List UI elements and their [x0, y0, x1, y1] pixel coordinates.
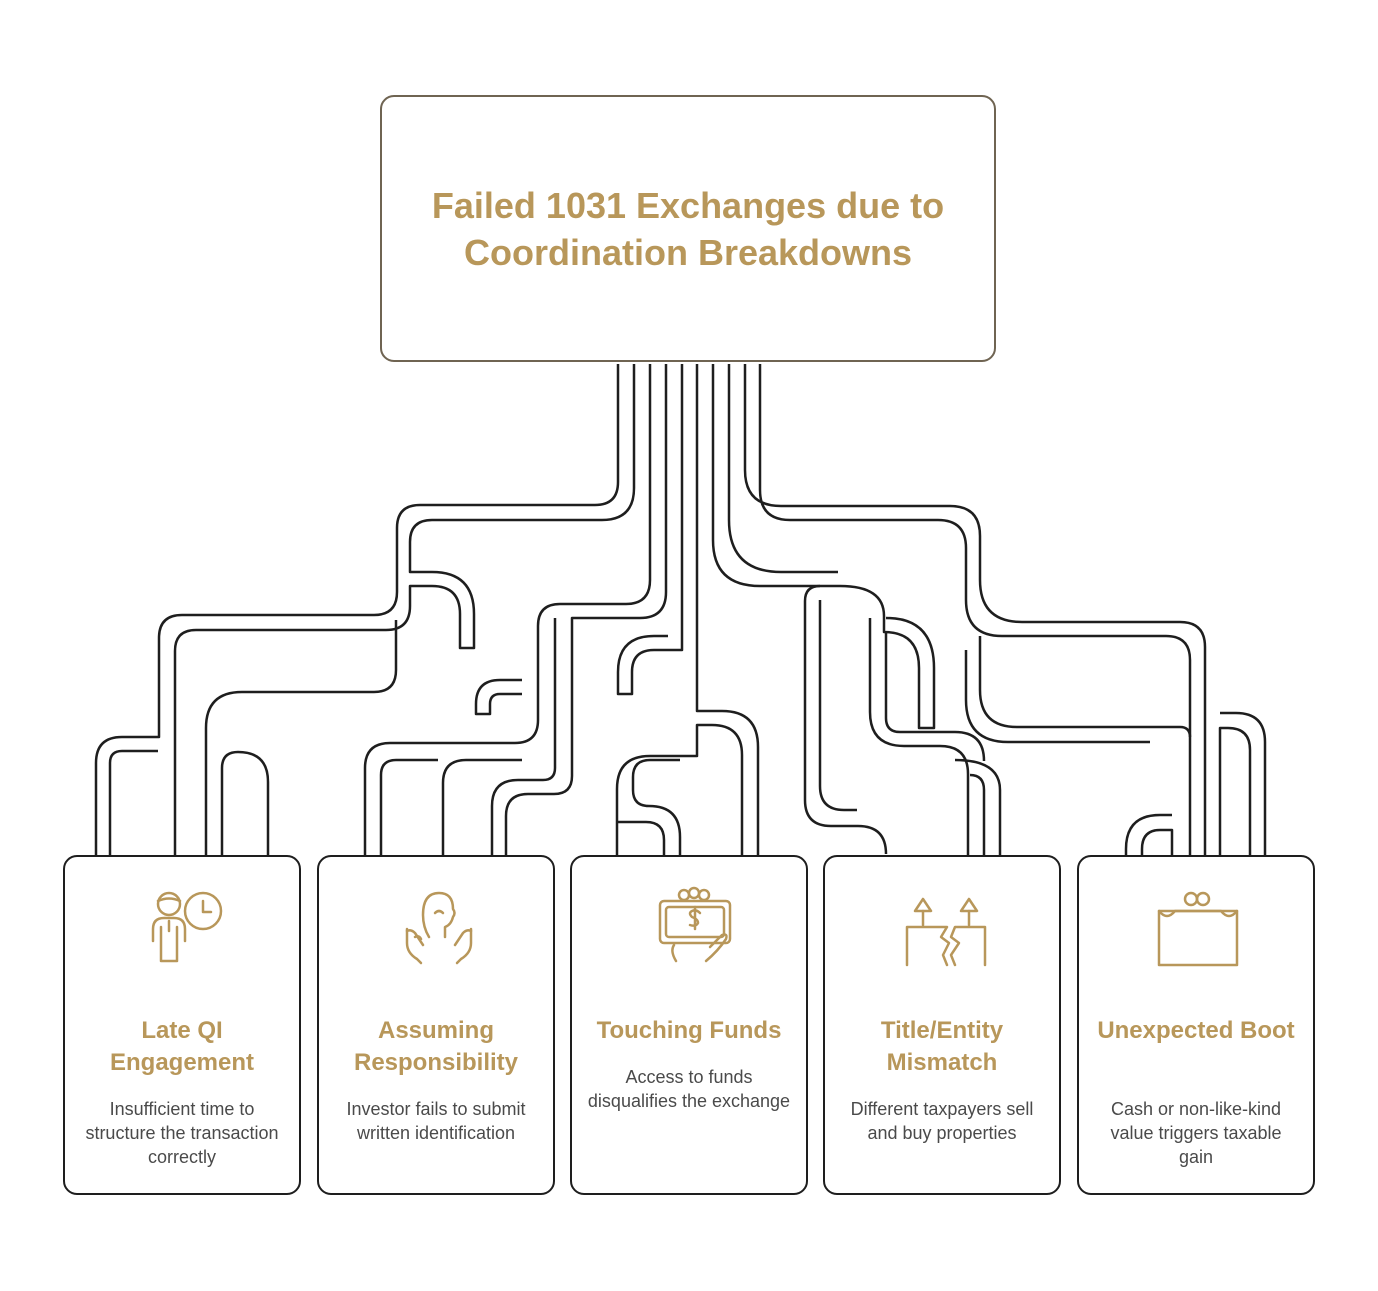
card-description: Cash or non-like-kind value triggers tax…	[1110, 1099, 1282, 1167]
diagram-title: Failed 1031 Exchanges due to Coordinatio…	[431, 184, 945, 273]
broken-properties-icon	[905, 897, 987, 967]
card-title-entity-mismatch: Title/Entity Mismatch Different taxpayer…	[823, 855, 1061, 1195]
card-description: Insufficient time to structure the trans…	[85, 1099, 279, 1167]
person-hands-icon	[405, 891, 473, 965]
card-title: Unexpected Boot	[1097, 1017, 1295, 1044]
card-title: Late QI Engagement	[109, 1017, 255, 1076]
money-hand-icon	[658, 886, 732, 963]
card-assuming-responsibility: Assuming Responsibility Investor fails t…	[317, 855, 555, 1195]
box-coins-icon	[1157, 891, 1239, 967]
person-clock-icon	[151, 891, 223, 963]
card-title: Title/Entity Mismatch	[880, 1017, 1004, 1076]
card-late-qi-engagement: Late QI Engagement Insufficient time to …	[63, 855, 301, 1195]
card-description: Access to funds disqualifies the exchang…	[587, 1067, 791, 1111]
card-unexpected-boot: Unexpected Boot Cash or non-like-kind va…	[1077, 855, 1315, 1195]
card-description: Different taxpayers sell and buy propert…	[850, 1099, 1034, 1143]
title-box: Failed 1031 Exchanges due to Coordinatio…	[380, 95, 996, 362]
card-title: Assuming Responsibility	[353, 1017, 519, 1076]
card-title: Touching Funds	[596, 1017, 782, 1044]
card-touching-funds: Touching Funds Access to funds disqualif…	[570, 855, 808, 1195]
card-description: Investor fails to submit written identif…	[346, 1099, 526, 1143]
